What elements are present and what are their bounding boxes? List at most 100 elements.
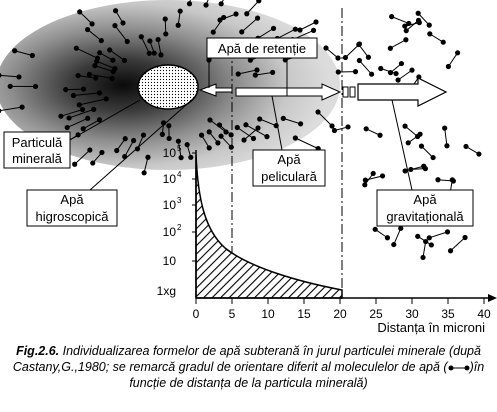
arrow-right-icon	[198, 83, 233, 97]
water-molecule-icon	[292, 135, 321, 152]
water-molecule-icon	[0, 72, 22, 80]
water-molecule-icon	[218, 133, 234, 150]
svg-text:Particulă: Particulă	[12, 135, 63, 150]
water-molecule-icon	[58, 106, 86, 119]
water-molecule-icon	[315, 109, 335, 129]
figure-number: Fig.2.6.	[16, 344, 60, 358]
water-molecule-icon	[447, 234, 468, 254]
x-tick-label: 30	[405, 307, 419, 321]
water-molecule-icon	[445, 50, 461, 70]
y-tick-label: 10	[163, 254, 177, 268]
x-tick-label: 40	[477, 307, 491, 321]
water-molecule-icon	[147, 38, 157, 56]
arrow-right-icon	[235, 83, 342, 101]
water-molecule-icon	[244, 0, 262, 17]
x-axis-title: Distanța în microni	[377, 320, 485, 335]
figure-caption: Fig.2.6. Individualizarea formelor de ap…	[4, 343, 493, 391]
y-tick-label: 1xg	[157, 284, 176, 298]
water-molecule-icon	[217, 11, 239, 23]
water-molecule-icon	[427, 31, 446, 45]
x-tick-label: 20	[333, 307, 347, 321]
water-molecule-icon	[402, 20, 422, 29]
arrow-right-icon	[357, 77, 448, 107]
water-molecule-icon	[198, 132, 212, 151]
x-ticks: 0 5 10 15 20 25 30 35 40	[193, 298, 491, 321]
retention-arrows	[198, 77, 448, 107]
water-molecule-icon	[207, 117, 229, 135]
svg-text:peliculară: peliculară	[261, 169, 317, 184]
water-molecule-icon	[243, 122, 270, 140]
water-molecule-icon	[235, 67, 260, 77]
water-forms-diagram: Apă de retenție Particulă minerală Apă p…	[0, 0, 497, 335]
water-molecule-icon	[112, 23, 130, 45]
x-tick-label: 15	[297, 307, 311, 321]
svg-text:minerală: minerală	[12, 151, 63, 166]
x-tick-label: 5	[229, 307, 236, 321]
arrow-segment	[349, 86, 356, 98]
arrow-segment	[342, 86, 349, 98]
x-tick-label: 0	[193, 307, 200, 321]
y-tick-exponent: 3	[177, 196, 182, 205]
water-molecule-icon	[463, 143, 482, 157]
water-molecule-icon	[297, 19, 319, 33]
y-tick-exponent: 4	[177, 170, 182, 179]
water-molecule-icon	[0, 104, 25, 114]
x-tick-label: 35	[441, 307, 455, 321]
water-molecule-icon	[12, 48, 35, 59]
mineral-particle	[137, 64, 199, 110]
caption-text-2: )în funcție de distanța de la particula …	[129, 360, 485, 390]
label-higro: Apă higroscopică	[26, 96, 196, 227]
water-molecule-icon	[97, 50, 116, 63]
water-molecule-icon	[362, 173, 386, 183]
water-molecule-icon	[356, 57, 375, 77]
svg-text:higroscopică: higroscopică	[36, 209, 110, 224]
water-molecule-icon	[114, 136, 128, 154]
water-molecule-icon	[402, 163, 427, 174]
water-molecule-icon	[418, 143, 436, 161]
svg-text:Apă: Apă	[60, 192, 84, 207]
water-molecule-icon	[335, 69, 359, 75]
water-molecule-icon	[323, 45, 341, 61]
water-molecule-icon	[435, 177, 456, 184]
water-molecule-icon	[372, 226, 391, 241]
water-molecule-icon	[85, 26, 104, 44]
svg-text:gravitațională: gravitațională	[386, 209, 464, 224]
water-molecule-icon	[415, 10, 432, 28]
water-molecule-icon	[331, 124, 351, 134]
x-tick-label: 25	[369, 307, 383, 321]
water-molecule-icon	[107, 47, 128, 64]
water-molecule-icon	[162, 16, 169, 37]
water-molecule-icon	[112, 8, 126, 26]
water-molecule-icon	[184, 142, 194, 160]
water-molecule-icon	[186, 0, 193, 7]
y-tick-label: 10	[163, 172, 177, 186]
svg-text:Apă: Apă	[413, 192, 437, 207]
water-molecule-icon	[63, 86, 87, 93]
water-molecule-icon	[66, 106, 97, 121]
water-molecule-icon	[73, 45, 101, 61]
y-tick-exponent: 5	[177, 144, 182, 153]
water-molecule-icon	[80, 117, 103, 132]
water-molecule-icon	[241, 125, 261, 143]
water-molecule-icon	[391, 225, 404, 248]
label-particula: Particulă minerală	[3, 99, 141, 169]
water-molecule-icon	[206, 129, 221, 146]
svg-text:Apă: Apă	[277, 152, 301, 167]
water-molecule-icon	[218, 0, 224, 7]
water-molecule-icon	[76, 96, 109, 108]
label-retentie: Apă de retenție	[206, 37, 318, 96]
water-molecule-icon	[155, 36, 164, 58]
water-molecule-icon	[175, 138, 184, 161]
water-molecule-icon	[402, 123, 421, 140]
x-tick-label: 10	[261, 307, 275, 321]
water-molecule-icon	[395, 67, 415, 83]
hygroscopic-curve-area	[195, 154, 343, 299]
water-molecule-icon	[70, 90, 103, 99]
water-molecule-icon	[387, 37, 409, 51]
water-molecule-icon	[389, 14, 412, 27]
water-molecule-icon	[203, 0, 209, 8]
y-tick-label: 10	[163, 146, 177, 160]
water-molecule-icon	[415, 233, 434, 248]
water-molecule-icon	[252, 69, 276, 78]
